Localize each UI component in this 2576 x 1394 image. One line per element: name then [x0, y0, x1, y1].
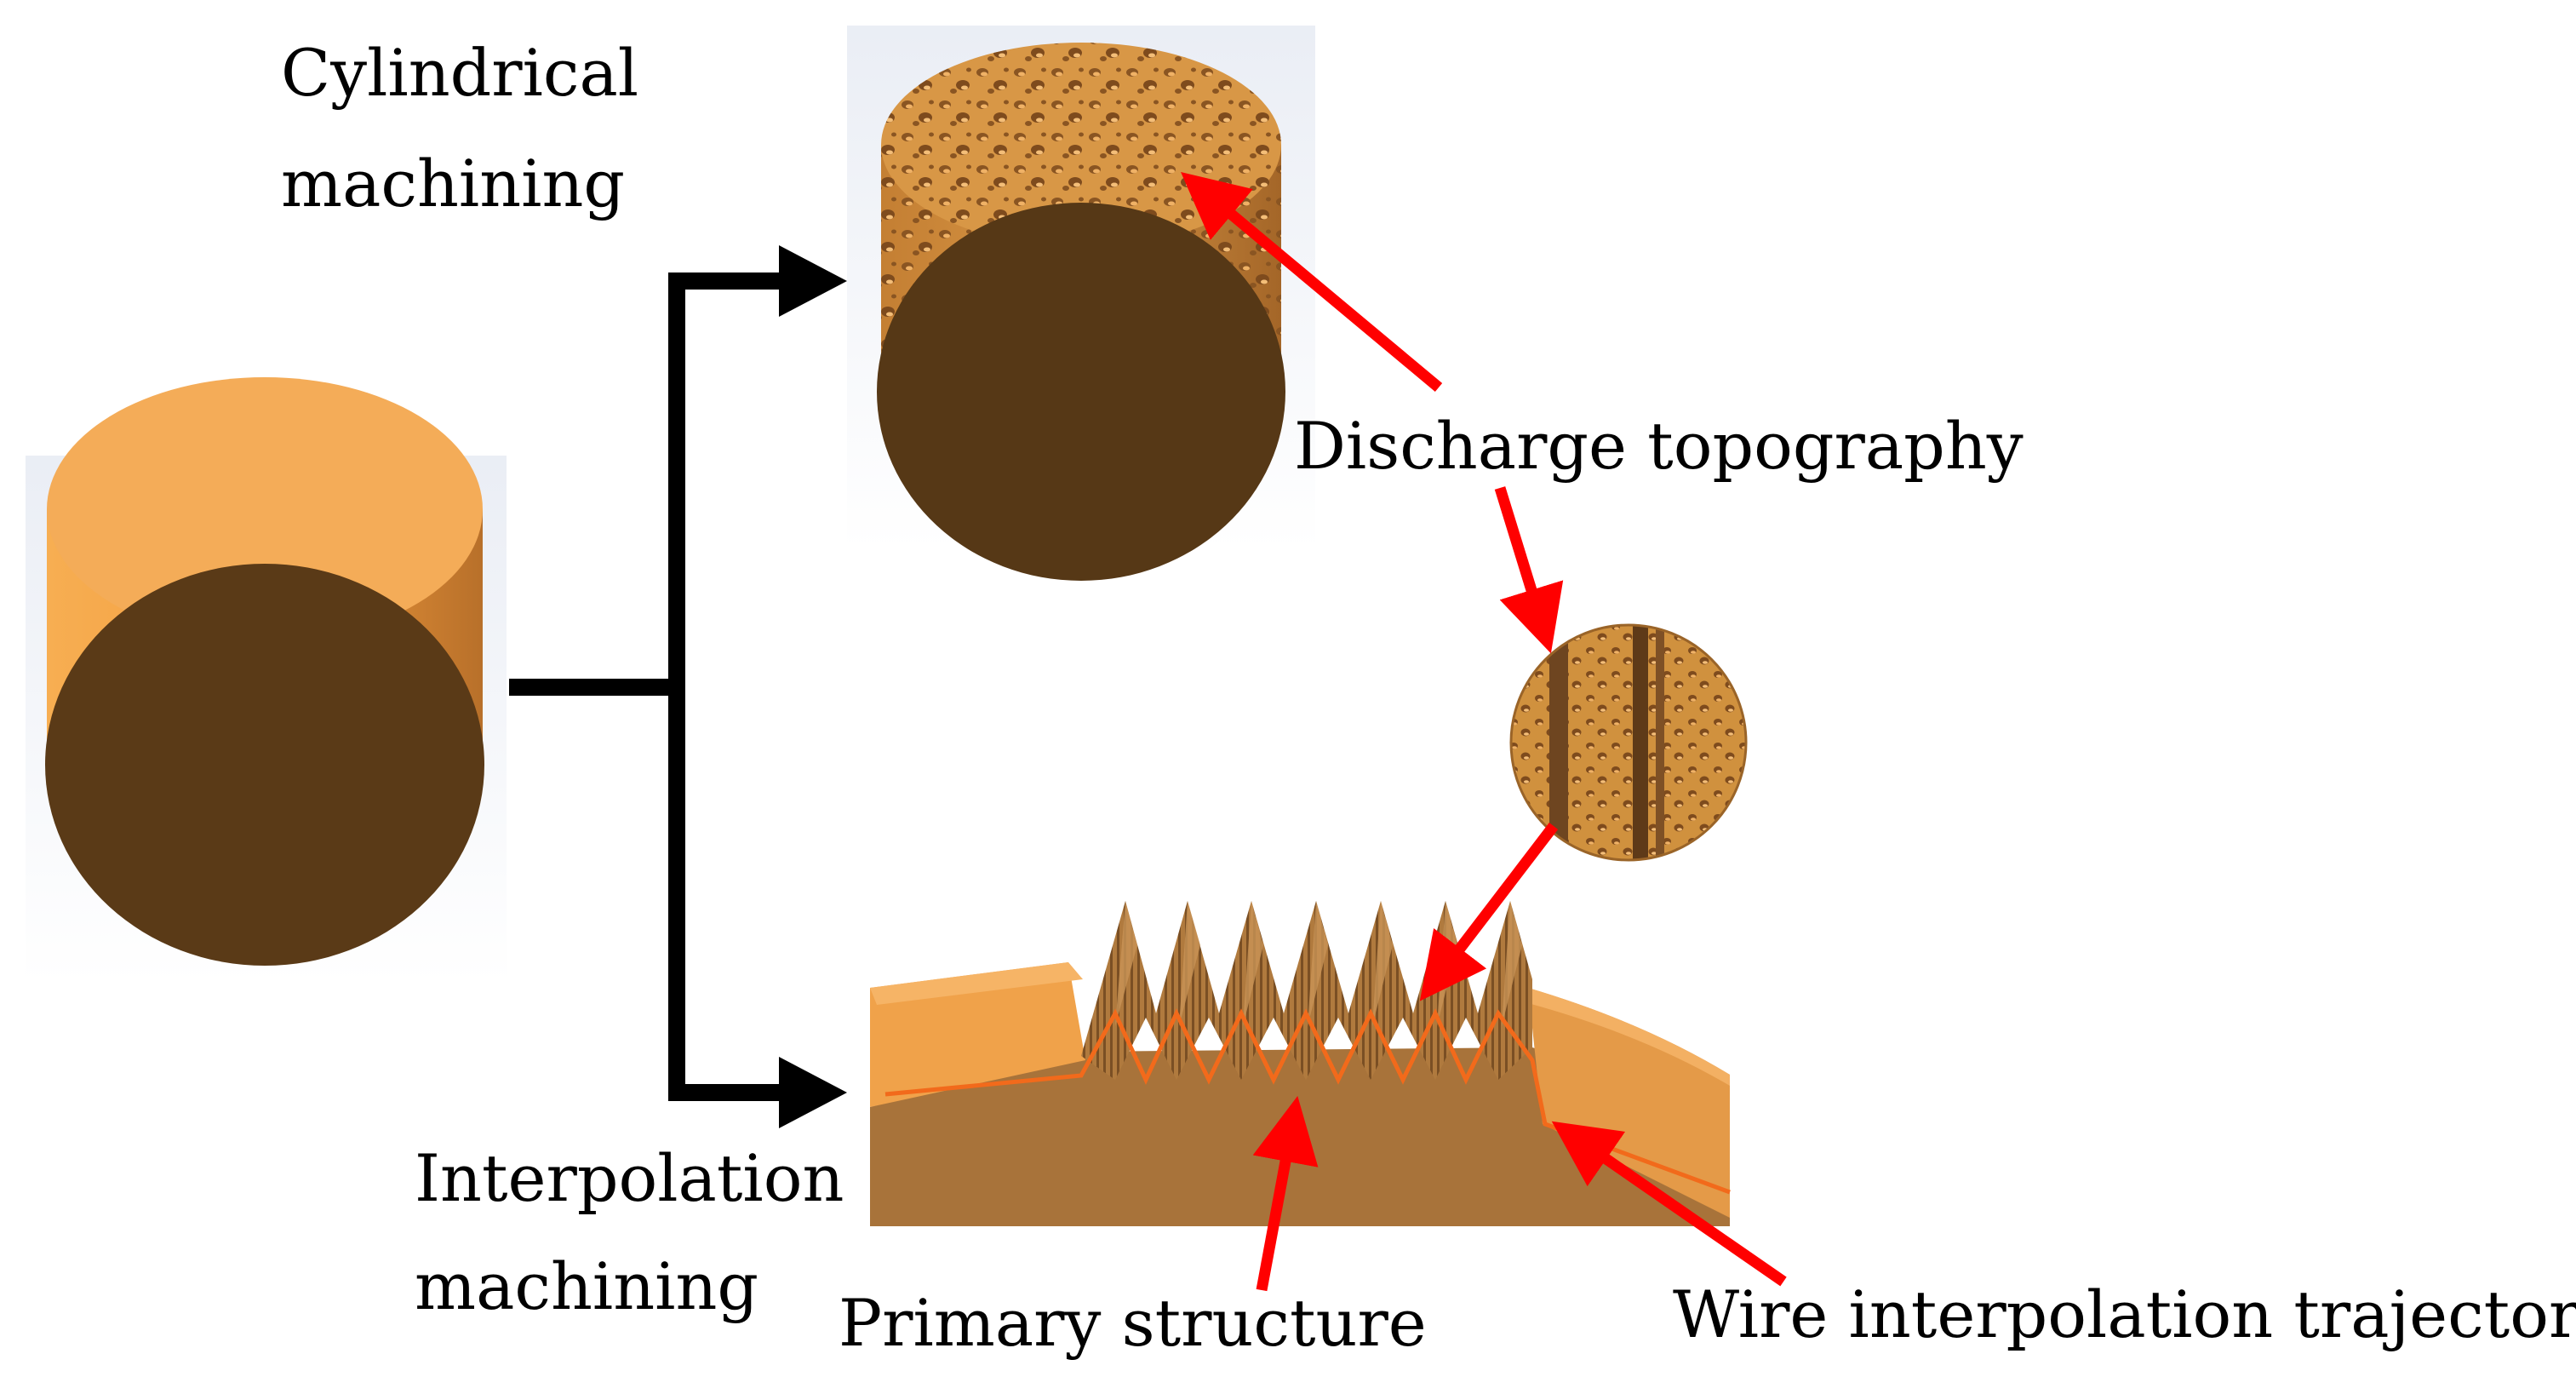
textured-cylinder [847, 26, 1315, 581]
interpolated-block [870, 901, 1731, 1226]
arrow-to-wire-trajectory [1551, 1121, 1787, 1287]
cylindrical-machining-label-2: machining [281, 146, 625, 221]
flow-arrowhead-top [779, 245, 847, 317]
interpolation-machining-label-2: machining [415, 1248, 758, 1324]
plain-cylinder [26, 377, 507, 984]
wire-trajectory-line [884, 1008, 1731, 1195]
annotation-arrows [1181, 172, 1787, 1292]
wire-trajectory-label: Wire interpolation trajectory [1673, 1276, 2576, 1352]
flow-arrowhead-bottom [779, 1057, 847, 1128]
magnified-surface [1509, 623, 1748, 862]
cylindrical-machining-label-1: Cylindrical [281, 35, 638, 111]
interpolation-machining-label-1: Interpolation [415, 1140, 844, 1216]
flow-connector [509, 272, 787, 1101]
arrow-to-magnified-circle [1494, 486, 1564, 654]
arrow-to-zigzag-surface [1419, 823, 1559, 1001]
arrow-to-primary-structure [1252, 1095, 1319, 1292]
arrow-to-cylinder-surface [1181, 172, 1443, 392]
discharge-topography-label: Discharge topography [1294, 408, 2024, 484]
primary-structure-label: Primary structure [839, 1285, 1427, 1361]
